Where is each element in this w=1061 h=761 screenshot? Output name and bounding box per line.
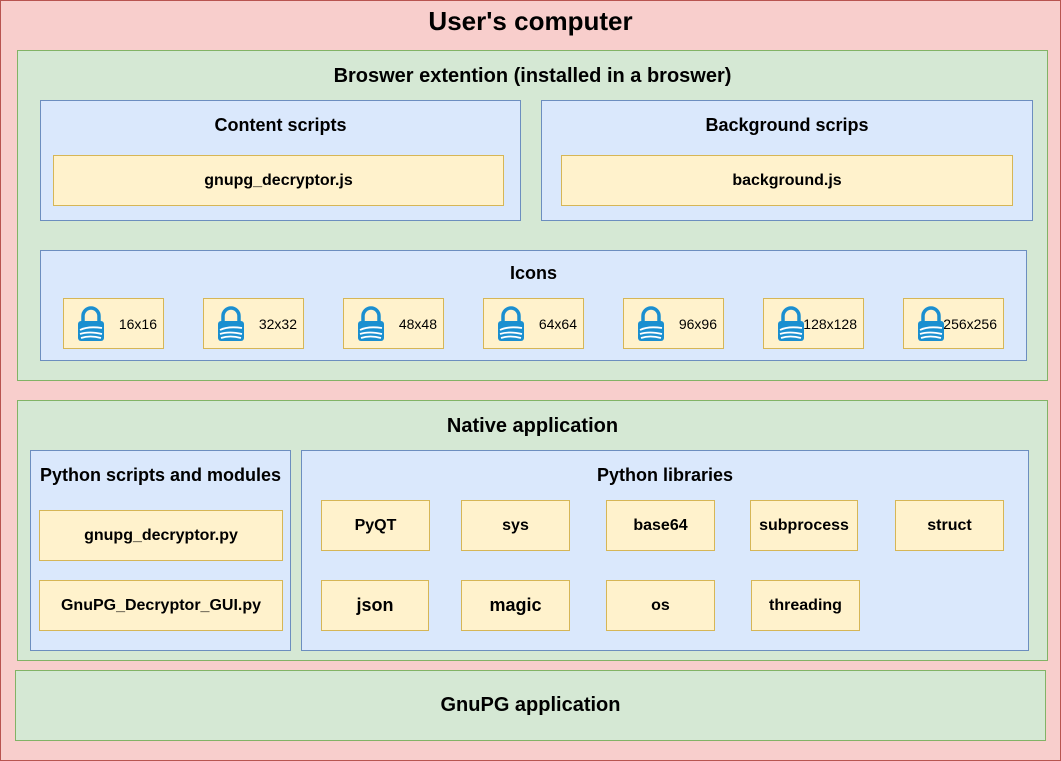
- icon-size-label: 64x64: [538, 315, 577, 332]
- library-struct: struct: [895, 500, 1004, 551]
- python-scripts-title: Python scripts and modules: [39, 465, 282, 485]
- icon-size-label: 128x128: [803, 315, 857, 332]
- icon-size-item: 48x48: [343, 298, 444, 349]
- library-json: json: [321, 580, 429, 631]
- library-pyqt: PyQT: [321, 500, 430, 551]
- library-base64: base64: [606, 500, 715, 551]
- padlock-icon: [918, 305, 944, 341]
- browser-extension-title: Broswer extention (installed in a broswe…: [333, 65, 732, 87]
- icon-size-label: 16x16: [118, 315, 157, 332]
- icon-size-label: 96x96: [678, 315, 717, 332]
- users-computer-title: User's computer: [428, 6, 633, 36]
- padlock-icon: [358, 305, 384, 341]
- padlock-icon: [638, 305, 664, 341]
- library-magic: magic: [461, 580, 570, 631]
- icon-size-item: 128x128: [763, 298, 864, 349]
- padlock-icon: [778, 305, 804, 341]
- icon-size-item: 96x96: [623, 298, 724, 349]
- gnupg-application-title: GnuPG application: [440, 694, 621, 716]
- icon-size-label: 32x32: [258, 315, 297, 332]
- background-scripts-title: Background scrips: [705, 115, 869, 135]
- content-script-file: gnupg_decryptor.js: [53, 155, 504, 206]
- library-subprocess: subprocess: [750, 500, 858, 551]
- python-script-file: GnuPG_Decryptor_GUI.py: [39, 580, 283, 631]
- background-script-file: background.js: [561, 155, 1013, 206]
- library-threading: threading: [751, 580, 860, 631]
- python-libraries-title: Python libraries: [596, 465, 734, 485]
- icon-size-label: 48x48: [398, 315, 437, 332]
- icon-size-item: 256x256: [903, 298, 1004, 349]
- icons-title: Icons: [509, 263, 557, 283]
- native-application-title: Native application: [446, 415, 619, 437]
- padlock-icon: [498, 305, 524, 341]
- python-script-file: gnupg_decryptor.py: [39, 510, 283, 561]
- icon-size-item: 64x64: [483, 298, 584, 349]
- gnupg-application-box: GnuPG application: [15, 670, 1046, 741]
- icon-size-label: 256x256: [943, 315, 997, 332]
- icon-size-item: 16x16: [63, 298, 164, 349]
- content-scripts-title: Content scripts: [214, 115, 347, 135]
- library-os: os: [606, 580, 715, 631]
- padlock-icon: [78, 305, 104, 341]
- padlock-icon: [218, 305, 244, 341]
- icon-size-item: 32x32: [203, 298, 304, 349]
- library-sys: sys: [461, 500, 570, 551]
